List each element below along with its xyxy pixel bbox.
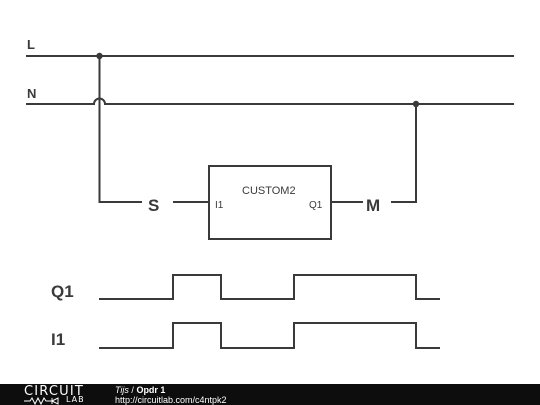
circuit-attribution: Tijs / Opdr 1 xyxy=(115,385,165,395)
block-input-pin: I1 xyxy=(215,200,224,211)
timing-waveform-i1 xyxy=(99,322,440,349)
block-name: CUSTOM2 xyxy=(242,185,296,197)
circuitlab-logo-text: CIRCUIT xyxy=(24,384,85,399)
neutral-rail-label: N xyxy=(27,86,36,101)
author-link[interactable]: Tijs xyxy=(115,385,129,395)
timing-label-i1: I1 xyxy=(51,330,65,349)
line-rail-label: L xyxy=(27,37,35,52)
circuit-url-link[interactable]: http://circuitlab.com/c4ntpk2 xyxy=(115,395,227,405)
circuit-title: Opdr 1 xyxy=(136,385,166,395)
motor-label: M xyxy=(366,196,380,215)
switch-label: S xyxy=(148,196,159,215)
switch-feed-wire xyxy=(98,56,142,203)
timing-waveform-q1 xyxy=(99,274,440,300)
block-output-pin: Q1 xyxy=(309,200,323,211)
circuitlab-logo-lab: LAB xyxy=(66,395,85,404)
attribution-separator: / xyxy=(128,385,137,395)
resistor-logo-icon xyxy=(24,397,59,405)
timing-label-q1: Q1 xyxy=(51,282,74,301)
footer-bar: CIRCUIT LAB Tijs / Opdr 1 http://circuit… xyxy=(0,384,540,405)
motor-return-wire xyxy=(391,104,417,203)
schematic-canvas: L N S CUSTOM2 I1 Q1 M Q1 I1 xyxy=(26,37,514,349)
custom-block xyxy=(208,165,332,240)
